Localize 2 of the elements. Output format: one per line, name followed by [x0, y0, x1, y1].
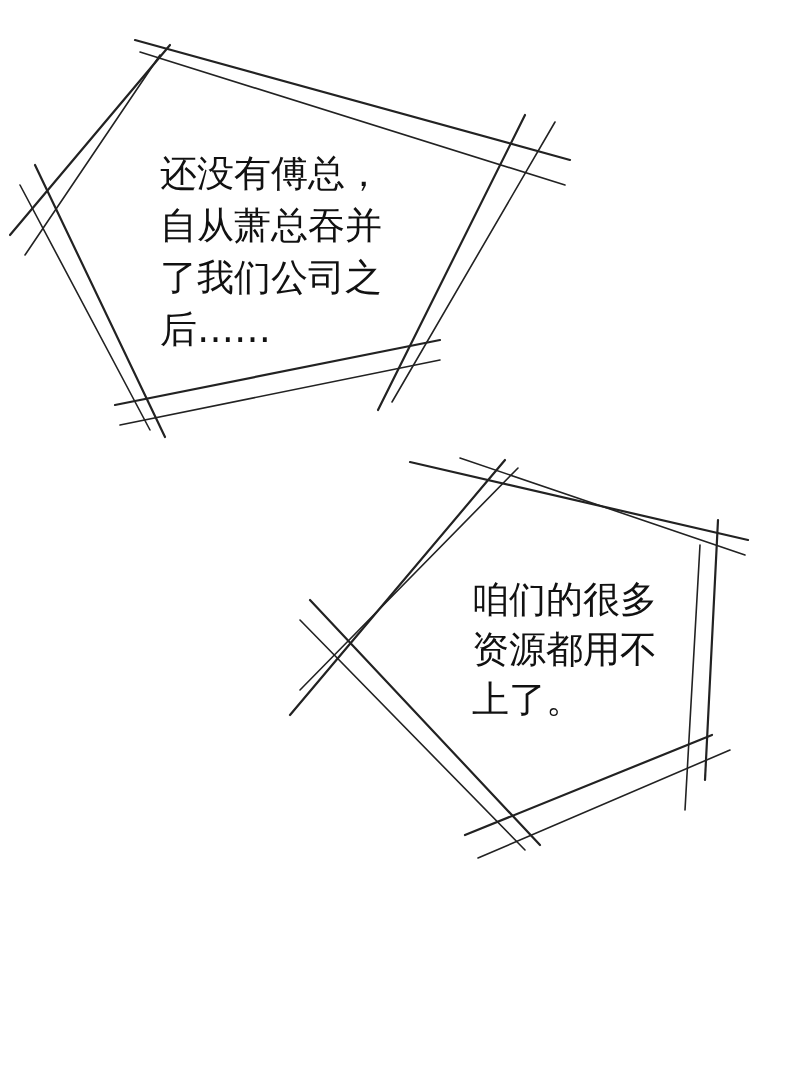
speech-text: 还没有傅总，自从萧总吞并了我们公司之后…… [160, 151, 383, 353]
speech-text: 咱们的很多资源都用不上了。 [472, 577, 658, 723]
